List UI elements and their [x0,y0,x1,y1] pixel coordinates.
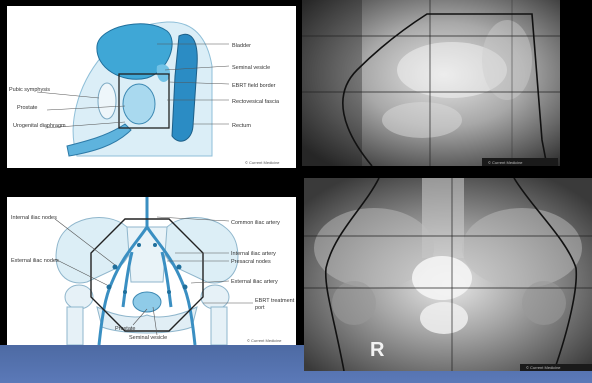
label-common-iliac-artery: Common iliac artery [231,220,280,226]
label-presacral-nodes: Presacral nodes [231,259,271,265]
label-internal-iliac-nodes: Internal iliac nodes [11,215,57,221]
label-seminal-vesicle: Seminal vesicle [232,65,270,71]
label-seminal-vesicle: Seminal vesicle [129,335,167,341]
label-rectovesical-fascia: Rectovesical fascia [232,99,280,105]
label-ebrt-treatment-port-line2: port [255,305,265,311]
label-prostate: Prostate [115,326,135,332]
lateral-radiograph: © Current Medicine [302,0,560,166]
label-urogenital-diaphragm: Urogenital diaphragm [13,123,66,129]
label-bladder: Bladder [232,43,251,49]
label-external-iliac-nodes: External iliac nodes [11,258,59,264]
sagittal-prostate-diagram: Bladder Seminal vesicle EBRT field borde… [7,6,296,168]
credit: © Current Medicine [488,160,523,165]
label-external-iliac-artery: External iliac artery [231,279,278,285]
label-pubic-symphysis: Pubic symphysis [9,87,50,93]
label-ebrt-treatment-port-line1: EBRT treatment [255,298,295,304]
label-prostate: Prostate [17,105,37,111]
label-rectum: Rectum [232,123,251,129]
frontal-pelvis-diagram: Internal iliac nodes External iliac node… [7,197,296,345]
credit: © Current Medicine [247,338,282,343]
label-internal-iliac-artery: Internal iliac artery [231,251,276,257]
label-ebrt-field-border: EBRT field border [232,83,276,89]
credit: © Current Medicine [526,365,561,370]
credit: © Current Medicine [245,160,280,165]
radiograph-r-marker: R [370,339,385,361]
ap-radiograph: R © Current Medicine [304,178,592,371]
